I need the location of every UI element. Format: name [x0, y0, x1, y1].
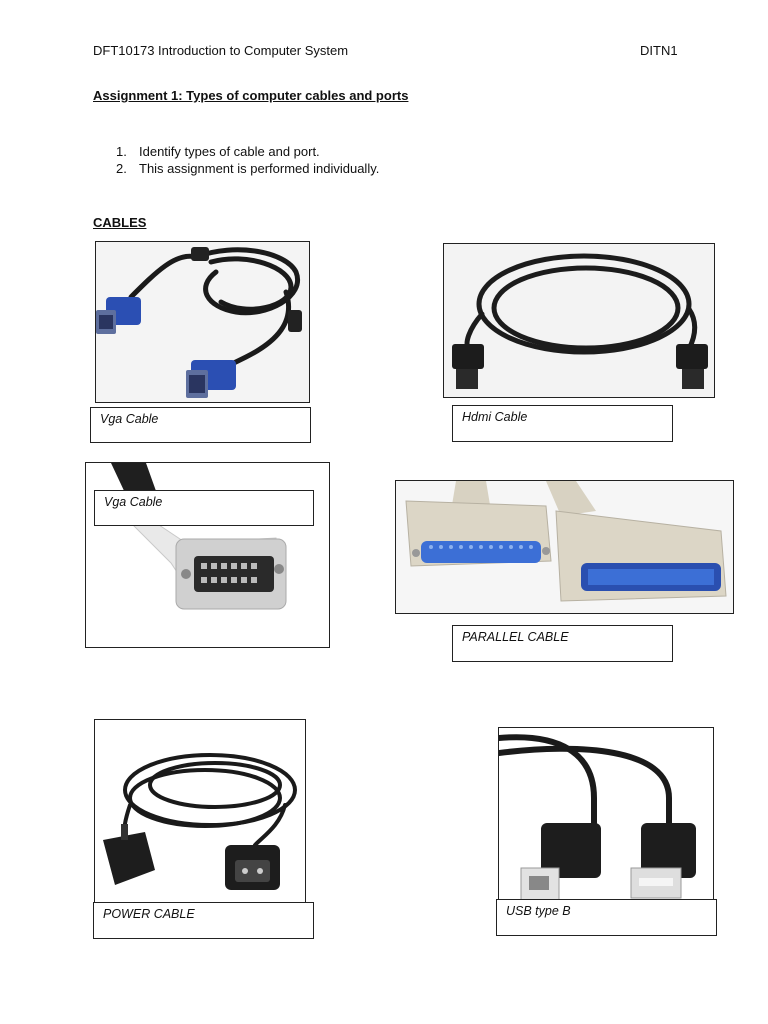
caption-box[interactable]: PARALLEL CABLE	[452, 625, 673, 662]
power-cable-image	[94, 719, 306, 905]
hdmi-cable-image	[443, 243, 715, 398]
class-code: DITN1	[640, 43, 678, 58]
usb-cable-image	[498, 727, 714, 904]
power-cable-icon	[95, 720, 305, 904]
usb-cable-icon	[499, 728, 713, 903]
list-text: Identify types of cable and port.	[139, 144, 320, 159]
list-item: 1. Identify types of cable and port.	[116, 143, 379, 160]
list-number: 2.	[116, 161, 127, 176]
caption-box[interactable]: Vga Cable	[94, 490, 314, 526]
hdmi-cable-icon	[444, 244, 714, 397]
list-text: This assignment is performed individuall…	[139, 161, 380, 176]
vga-cable-icon	[96, 242, 309, 402]
course-title: DFT10173 Introduction to Computer System	[93, 43, 349, 58]
parallel-cable-image	[395, 480, 734, 614]
assignment-title: Assignment 1: Types of computer cables a…	[93, 88, 409, 103]
caption-box[interactable]: POWER CABLE	[93, 902, 314, 939]
list-item: 2. This assignment is performed individua…	[116, 160, 379, 177]
list-number: 1.	[116, 144, 127, 159]
caption-box[interactable]: Hdmi Cable	[452, 405, 673, 442]
caption-box[interactable]: Vga Cable	[90, 407, 311, 443]
vga-cable-image	[95, 241, 310, 403]
caption-box[interactable]: USB type B	[496, 899, 717, 936]
section-title: CABLES	[93, 215, 147, 230]
parallel-cable-icon	[396, 481, 733, 613]
instruction-list: 1. Identify types of cable and port. 2. Th…	[116, 143, 379, 177]
